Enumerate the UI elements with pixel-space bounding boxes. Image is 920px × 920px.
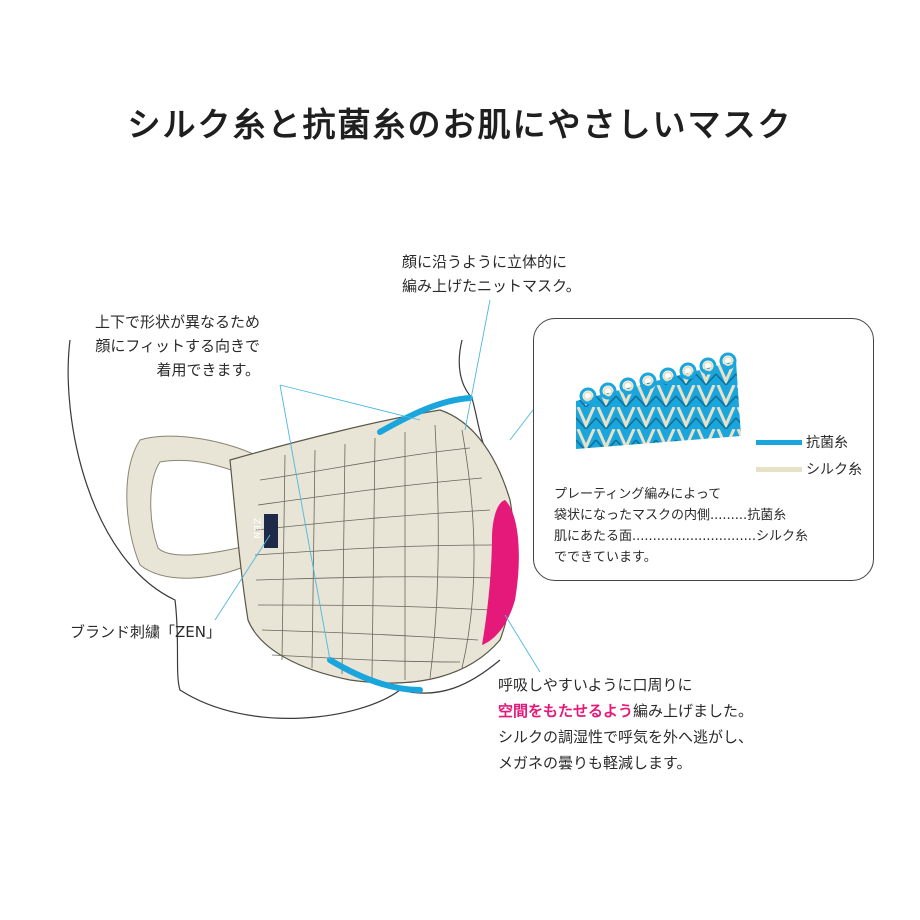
annotation-line: 上下で形状が異なるため (95, 313, 261, 331)
knit-note-line: 肌にあたる面..............................シルク糸 (554, 529, 808, 544)
annotation-fit: 上下で形状が異なるため 顔にフィットする向きで 着用できます。 (95, 310, 260, 382)
mask-body (229, 409, 515, 684)
zen-tag-label: ZEN (251, 518, 261, 540)
annotation-line: 呼吸しやすいように口周りに (498, 676, 693, 694)
knit-note-line: でできています。 (554, 550, 657, 565)
page-title: シルク糸と抗菌糸のお肌にやさしいマスク (127, 105, 793, 144)
annotation-line: 顔にフィットする向きで (95, 337, 261, 355)
legend-swatch-antibacterial (756, 440, 802, 445)
annotation-line: シルクの調湿性で呼気を外へ逃がし、 (498, 728, 754, 746)
knit-notes: プレーティング編みによって 袋状になったマスクの内側.........抗菌糸 肌… (554, 484, 808, 568)
antibacterial-edge-top (377, 395, 473, 435)
annotation-line: メガネの曇りも軽減します。 (498, 754, 692, 772)
annotation-line: 顔に沿うように立体的に (402, 253, 568, 271)
legend-label-antibacterial: 抗菌糸 (806, 435, 848, 451)
mouth-space (482, 500, 519, 645)
knit-detail-callout: 抗菌糸 シルク糸 プレーティング編みによって 袋状になったマスクの内側.....… (533, 318, 874, 581)
annotation-line: 編み上げたニットマスク。 (402, 277, 581, 295)
knit-note-line: 袋状になったマスクの内側.........抗菌糸 (554, 508, 787, 523)
face-outline (67, 339, 401, 719)
annotation-3d-knit: 顔に沿うように立体的に 編み上げたニットマスク。 (402, 250, 581, 298)
knit-note-line: プレーティング編みによって (554, 487, 722, 502)
antibacterial-edge-bottom (327, 657, 423, 693)
annotation-line: 空間をもたせるよう編み上げました。 (498, 698, 753, 724)
annotation-text: 編み上げました。 (633, 702, 754, 720)
mask-grid (254, 424, 496, 680)
annotation-breathing: 呼吸しやすいように口周りに 空間をもたせるよう編み上げました。 シルクの調湿性で… (498, 672, 753, 776)
legend-swatch-silk (756, 467, 802, 472)
leader-lines (214, 299, 541, 673)
legend-label-silk: シルク糸 (806, 462, 862, 478)
annotation-brand: ブランド刺繍「ZEN」 (70, 623, 221, 641)
annotation-line: 着用できます。 (156, 361, 261, 379)
knit-structure-image (576, 352, 741, 449)
highlight-text: 空間をもたせるよう (498, 702, 634, 720)
